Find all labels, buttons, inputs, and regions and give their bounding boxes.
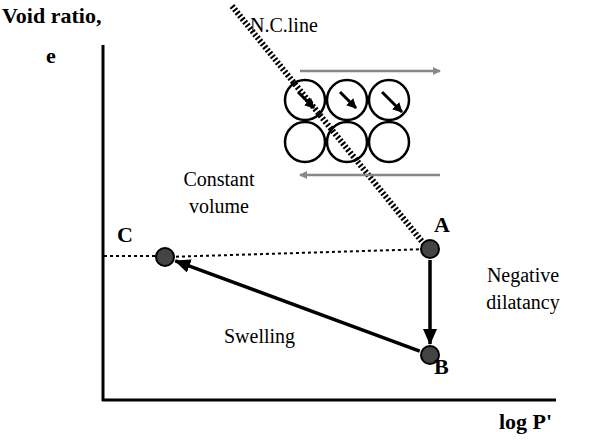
axis-label: e [46,44,56,68]
point-letter: A [434,213,450,237]
constant-volume-extension [104,255,160,257]
nc-line [232,6,424,244]
point-dot [420,239,440,259]
state-point: C [155,247,175,267]
state-point: A [420,239,440,259]
state-path [175,261,419,351]
axis-label: N.C.line [250,14,318,36]
path-label: Constant volume [164,166,274,220]
path-label: Negative dilatancy [458,262,588,316]
particle-motion [298,92,402,112]
point-letter: B [434,355,449,379]
axis-label: Void ratio, [2,4,101,28]
state-path [176,249,419,256]
shear-arrow-bottom [300,174,440,177]
shear-arrow-top [300,70,440,73]
state-point: B [420,345,440,365]
particles [285,80,409,162]
x-axis [102,399,556,402]
point-letter: C [117,223,133,247]
axis-label: log P' [499,410,552,434]
state-path [428,260,432,344]
path-label: Swelling [224,325,295,347]
y-axis [102,45,105,401]
point-dot [155,247,175,267]
